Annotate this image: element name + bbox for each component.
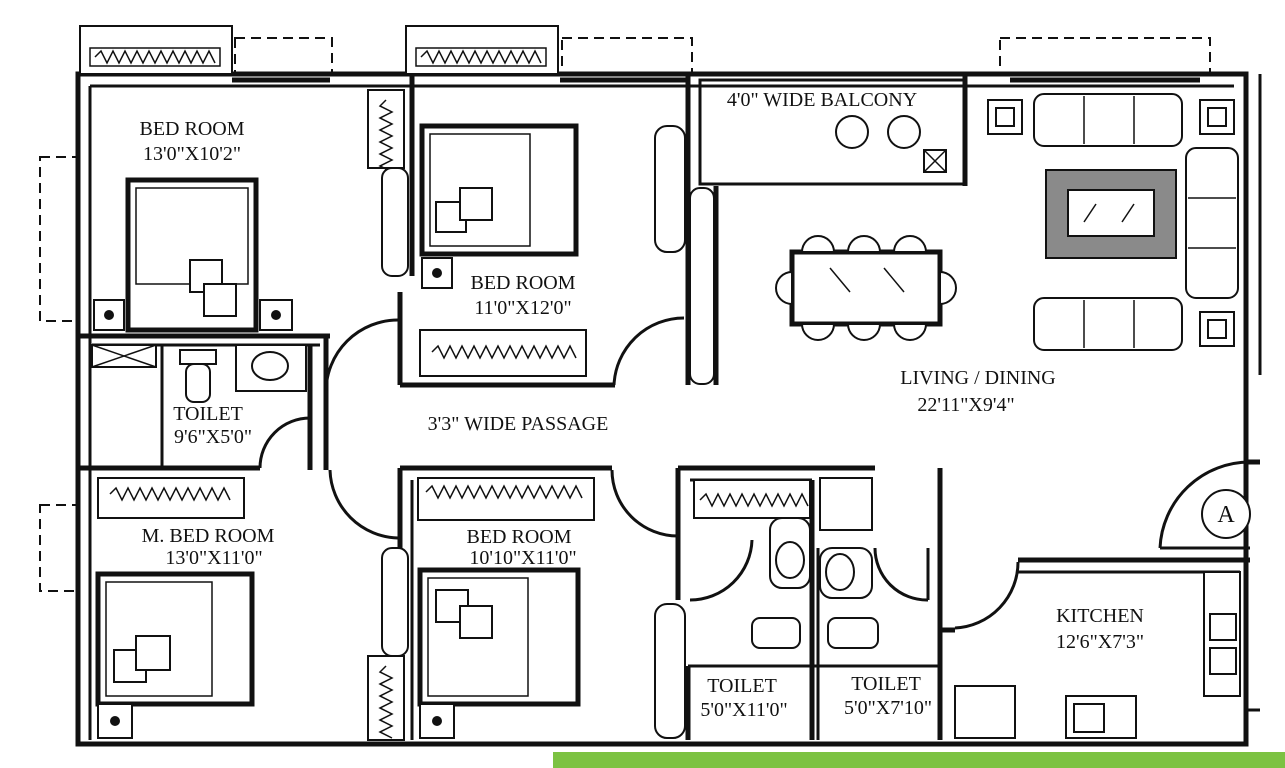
toilet2-name: TOILET: [707, 675, 777, 697]
marker-label: A: [1217, 502, 1235, 528]
balcony-name: 4'0" WIDE BALCONY: [727, 89, 917, 111]
living-name: LIVING / DINING: [900, 367, 1056, 389]
living-size: 22'11"X9'4": [917, 394, 1014, 416]
toilet1-size: 9'6"X5'0": [174, 426, 252, 448]
interior-walls: [78, 74, 1262, 740]
windows: [79, 25, 1200, 83]
bedside-tables: [93, 257, 455, 739]
mbed-name: M. BED ROOM: [142, 525, 275, 547]
toilet1-name: TOILET: [173, 403, 243, 425]
mbed-size: 13'0"X11'0": [165, 547, 262, 569]
bed2-size: 11'0"X12'0": [474, 297, 571, 319]
dining-set: [775, 235, 957, 341]
kitchen-size: 12'6"X7'3": [1056, 631, 1144, 653]
living-furniture: [987, 93, 1239, 351]
balcony-furniture: [835, 115, 947, 173]
wardrobes: [97, 89, 811, 741]
bed3-size: 10'10"X11'0": [469, 547, 576, 569]
ground-strip: [553, 752, 1285, 768]
passage-name: 3'3" WIDE PASSAGE: [428, 413, 609, 435]
bed2-name: BED ROOM: [470, 272, 575, 294]
door-swings: [258, 316, 1251, 630]
beds: [95, 123, 581, 707]
room-labels: BED ROOM 13'0"X10'2" BED ROOM 11'0"X12'0…: [139, 89, 1144, 721]
bed1-size: 13'0"X10'2": [143, 143, 241, 165]
toilet3-name: TOILET: [851, 673, 921, 695]
kitchen-name: KITCHEN: [1056, 605, 1144, 627]
bed3-name: BED ROOM: [466, 526, 571, 548]
kitchen-counters: [954, 571, 1241, 739]
bed1-name: BED ROOM: [139, 118, 244, 140]
toilet-fixtures: [91, 344, 879, 649]
section-marker: A: [1201, 489, 1251, 539]
toilet3-size: 5'0"X7'10": [844, 697, 932, 719]
toilet2-size: 5'0"X11'0": [700, 699, 787, 721]
